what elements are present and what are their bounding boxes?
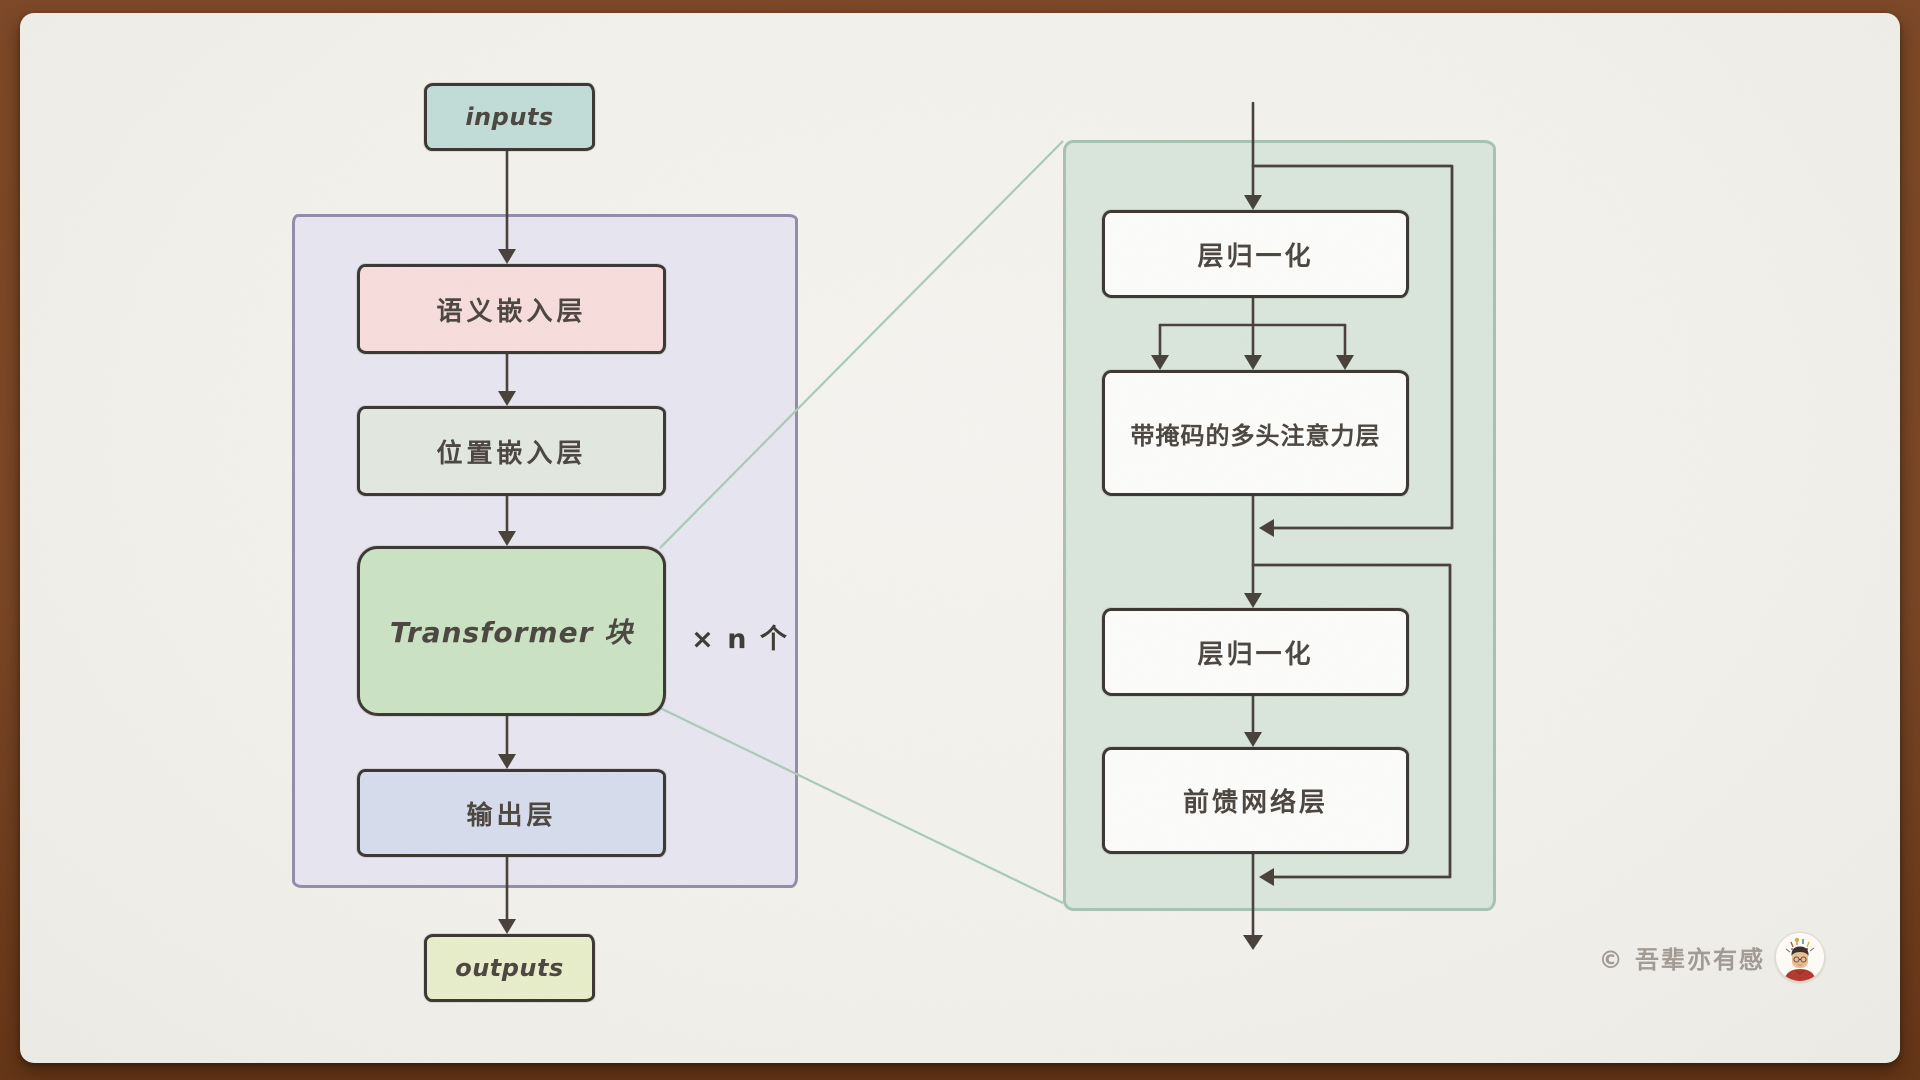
masked-multi-head-attention-label: 带掩码的多头注意力层 <box>1130 421 1381 450</box>
arrow-attention-to-layernorm2 <box>1244 488 1262 608</box>
feed-forward-label: 前馈网络层 <box>1182 788 1328 818</box>
arrow-output-to-outputs <box>498 849 516 934</box>
semantic-embedding-label: 语义嵌入层 <box>436 296 587 327</box>
inputs-node: inputs <box>424 83 595 151</box>
position-embedding-node: 位置嵌入层 <box>357 406 666 496</box>
outputs-node: outputs <box>424 934 595 1002</box>
zoom-connector-bottom <box>659 707 1064 904</box>
transformer-block-label: Transformer 块 <box>389 616 634 649</box>
position-embedding-label: 位置嵌入层 <box>436 438 587 469</box>
author-credit: © 吾辈亦有感 <box>1598 932 1825 982</box>
arrow-inputs-to-semantic <box>498 143 516 264</box>
arrow-ffn-exit <box>1243 846 1263 950</box>
feed-forward-node: 前馈网络层 <box>1102 747 1409 854</box>
diagram-canvas: inputs 语义嵌入层 位置嵌入层 Transformer 块 × n 个 输… <box>20 13 1900 1063</box>
copyright-text: © 吾辈亦有感 <box>1598 945 1765 974</box>
arrow-position-to-transformer <box>498 488 516 546</box>
outputs-label: outputs <box>455 954 564 982</box>
transformer-block-node: Transformer 块 <box>357 546 666 716</box>
arrow-layernorm2-to-ffn <box>1244 688 1262 747</box>
inputs-label: inputs <box>465 103 554 131</box>
zoom-connector-top <box>659 140 1064 549</box>
masked-multi-head-attention-node: 带掩码的多头注意力层 <box>1102 370 1409 496</box>
arrow-entry-to-layernorm1 <box>1244 101 1262 210</box>
semantic-embedding-node: 语义嵌入层 <box>357 264 666 354</box>
avatar-art <box>1784 937 1816 981</box>
layer-norm-1-label: 层归一化 <box>1197 241 1314 272</box>
connector-layer <box>498 101 1454 950</box>
repeat-count-label: × n 个 <box>691 623 789 655</box>
qkv-split-arrows <box>1151 290 1354 370</box>
output-layer-node: 输出层 <box>357 769 666 857</box>
author-avatar-icon <box>1775 932 1825 982</box>
arrow-semantic-to-position <box>498 346 516 406</box>
output-layer-label: 输出层 <box>466 800 557 831</box>
layer-norm-2-node: 层归一化 <box>1102 608 1409 696</box>
arrow-transformer-to-output <box>498 708 516 769</box>
layer-norm-1-node: 层归一化 <box>1102 210 1409 298</box>
layer-norm-2-label: 层归一化 <box>1197 639 1314 670</box>
